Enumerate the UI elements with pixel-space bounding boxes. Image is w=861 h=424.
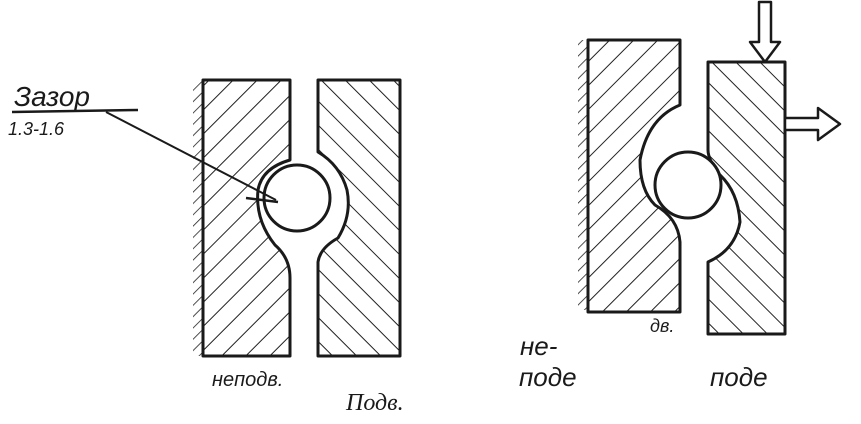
right-assembly [578,0,842,336]
left-wall-hatch [193,80,203,356]
gap-value: 1.3-1.6 [8,119,65,139]
gap-marker-tick [245,196,279,204]
gap-underline [11,108,139,114]
left-assembly [11,78,402,358]
right-arrow-icon [783,106,842,142]
right-wall-hatch [578,40,588,310]
left-fixed-block [201,78,292,358]
right-fixed-block [586,38,682,314]
label-dv-fragment: дв. [650,316,674,336]
right-ball [653,150,723,220]
left-ball [262,163,332,233]
gap-title: Зазор [14,81,90,112]
label-pode-right: поде [710,362,768,392]
label-ne: не- [520,331,558,361]
label-pode-left: поде [519,362,577,392]
fixed-label-left: неподв. [212,369,283,391]
down-arrow-icon [748,0,782,64]
gap-leader-line [105,111,277,201]
left-moving-block [316,78,402,358]
caption-center: Подв. [345,390,404,416]
